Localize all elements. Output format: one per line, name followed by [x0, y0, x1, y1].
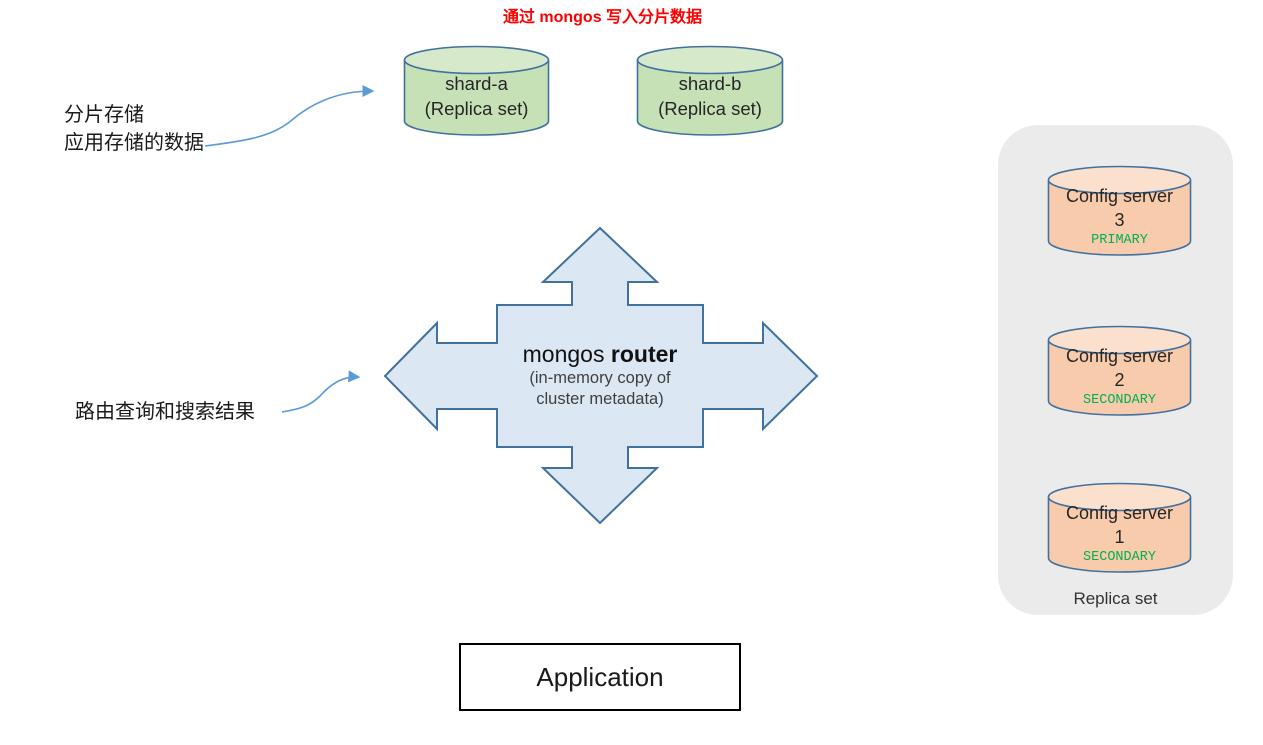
- config-server-1-cylinder: Config server 1 SECONDARY: [1047, 482, 1192, 574]
- cylinder-icon: [403, 45, 550, 136]
- application-label: Application: [536, 661, 664, 692]
- replica-set-label: Replica set: [1073, 589, 1158, 608]
- config-server-status: SECONDARY: [1083, 550, 1156, 565]
- cylinder-icon: [1047, 325, 1192, 416]
- config-server-2-cylinder: Config server 2 SECONDARY: [1047, 325, 1192, 417]
- annotation-line: 分片存储: [64, 104, 144, 126]
- config-server-3-cylinder: Config server 3 PRIMARY: [1047, 165, 1192, 257]
- config-server-name: Config server: [1065, 346, 1174, 366]
- router-title-regular: mongos: [522, 341, 605, 367]
- cylinder-icon: [636, 45, 784, 136]
- config-server-number: 2: [1114, 370, 1125, 390]
- curved-arrow-to-shard: [204, 85, 375, 147]
- curved-arrow-to-router: [281, 370, 361, 413]
- config-server-name: Config server: [1065, 503, 1174, 523]
- diagram-title: 通过 mongos 写入分片数据: [502, 9, 703, 26]
- quad-arrow-shape: [383, 226, 819, 525]
- shard-b-cylinder: shard-b (Replica set): [636, 45, 784, 137]
- annotation-shard-storage: 分片存储 应用存储的数据: [64, 101, 204, 157]
- router-subtitle-line1: (in-memory copy of: [529, 369, 671, 387]
- annotation-routing: 路由查询和搜索结果: [75, 398, 255, 426]
- shard-name: shard-b: [678, 73, 742, 94]
- config-server-2-label: Config server 2 SECONDARY: [1047, 325, 1192, 417]
- config-replica-set-panel: Config server 3 PRIMARY Config server 2 …: [998, 125, 1233, 615]
- shard-subtitle: (Replica set): [658, 98, 762, 119]
- config-server-1-label: Config server 1 SECONDARY: [1047, 482, 1192, 574]
- router-title-bold: router: [610, 341, 678, 367]
- config-server-status: SECONDARY: [1083, 393, 1156, 408]
- config-server-number: 1: [1114, 527, 1125, 547]
- annotation-line: 路由查询和搜索结果: [75, 401, 255, 423]
- config-server-3-label: Config server 3 PRIMARY: [1047, 165, 1192, 257]
- shard-name: shard-a: [445, 73, 508, 94]
- annotation-line: 应用存储的数据: [64, 132, 204, 154]
- application-box: Application: [459, 643, 741, 711]
- cylinder-icon: [1047, 165, 1192, 256]
- shard-subtitle: (Replica set): [424, 98, 529, 119]
- cylinder-icon: [1047, 482, 1192, 573]
- router-subtitle-line2: cluster metadata): [536, 390, 664, 408]
- config-server-status: PRIMARY: [1091, 233, 1148, 248]
- shard-b-label: shard-b (Replica set): [636, 45, 784, 137]
- shard-a-label: shard-a (Replica set): [403, 45, 550, 137]
- config-server-name: Config server: [1065, 186, 1174, 206]
- shard-a-cylinder: shard-a (Replica set): [403, 45, 550, 137]
- config-server-number: 3: [1114, 210, 1125, 230]
